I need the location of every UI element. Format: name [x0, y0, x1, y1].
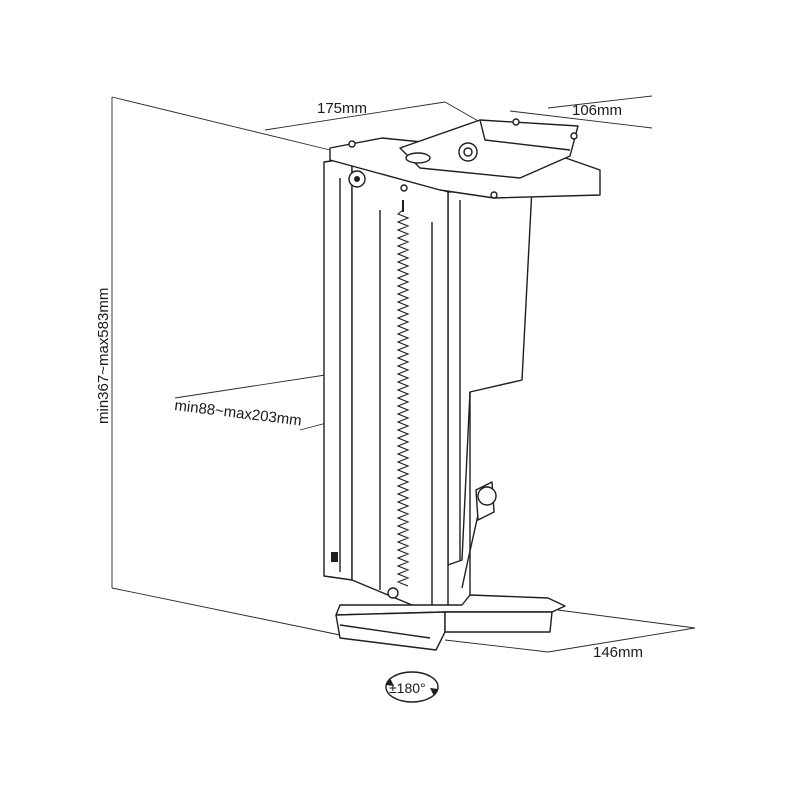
plate-rivet [400, 184, 408, 192]
screw-hole-1 [512, 118, 520, 126]
width-top-extension-right [444, 101, 481, 123]
rotation-ellipse [385, 671, 439, 703]
rotation-arrow-right-icon [430, 688, 438, 696]
rotation-symbol [385, 671, 439, 703]
knob-center [354, 176, 360, 182]
label-height-range: min367~max583mm [95, 288, 112, 424]
height-top-extension [111, 96, 331, 151]
bottom-tray [335, 594, 566, 651]
side-lock-arm [461, 514, 479, 589]
depth-top-dimension-line [509, 110, 653, 129]
screw-hole-4 [490, 191, 498, 199]
depth-bottom-extension [557, 609, 696, 629]
spring-bottom-hook [387, 587, 399, 599]
rotation-arrow-left-icon [386, 678, 394, 686]
width-top-dimension-line [264, 101, 446, 131]
label-depth-top: 106mm [572, 102, 622, 119]
side-lock-knob [477, 486, 497, 506]
label-width-top: 175mm [317, 100, 367, 117]
tray-lip [339, 624, 431, 639]
width-range-leader-upper [174, 371, 346, 399]
spring-coil [396, 209, 410, 587]
depth-bottom-dimension-line [547, 627, 696, 653]
spring [387, 200, 410, 599]
screw-hole-3 [348, 140, 356, 148]
depth-bottom-extension-left [444, 639, 549, 653]
side-lock [461, 481, 497, 589]
tray-side-rail [444, 611, 553, 633]
label-width-range: min88~max203mm [174, 397, 303, 429]
label-depth-bottom: 146mm [593, 644, 643, 661]
screw-hole-2 [570, 132, 578, 140]
center-bolt-head [463, 147, 473, 157]
swivel-washer [405, 152, 431, 164]
top-desk-plate-edge [479, 119, 571, 151]
top-mount [329, 118, 601, 199]
label-rotation: ±180° [389, 680, 426, 696]
column-latch [331, 552, 338, 562]
depth-top-extension [547, 95, 653, 109]
front-column [323, 157, 449, 621]
rear-bracket [447, 187, 533, 600]
height-bottom-extension [111, 587, 341, 636]
tray-base [335, 611, 446, 651]
column-side-face [323, 157, 353, 581]
